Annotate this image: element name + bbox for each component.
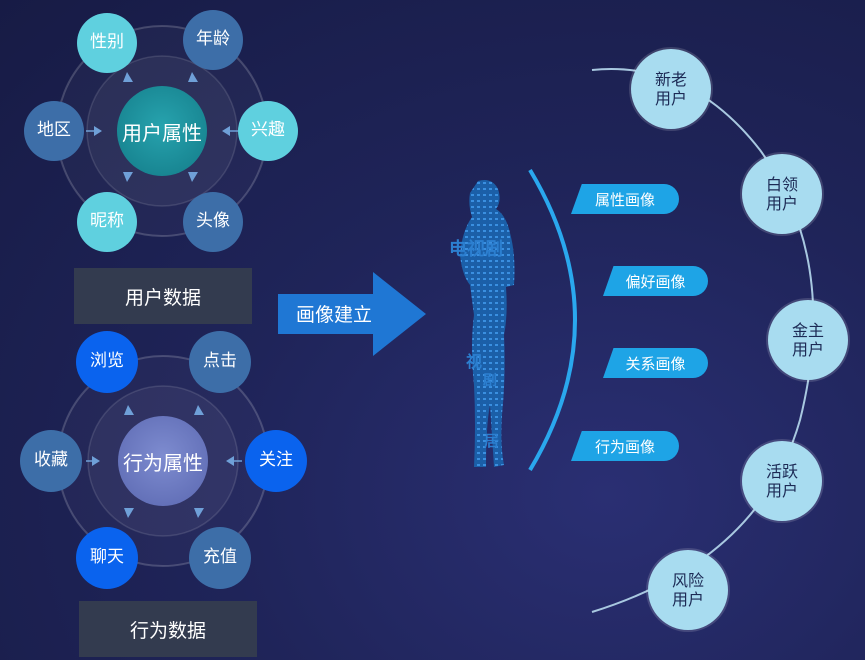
figure-word-2: 视	[466, 352, 483, 371]
segment-rich-line2: 用户	[791, 340, 824, 359]
node-browse[interactable]: 浏览	[76, 331, 138, 393]
figure-word-main: 电视剧	[449, 239, 503, 260]
user-data-label: 用户数据	[124, 286, 201, 309]
node-recharge[interactable]: 充值	[189, 527, 251, 589]
node-age-label: 年龄	[196, 29, 230, 50]
node-chat[interactable]: 聊天	[76, 527, 138, 589]
segment-new-old-user[interactable]: 新老用户	[631, 49, 711, 129]
node-interest[interactable]: 兴趣	[238, 101, 298, 161]
node-avatar-label: 头像	[196, 211, 230, 232]
tag-behavior-portrait-label: 行为画像	[594, 437, 655, 456]
segment-white-collar-line1: 白领	[765, 174, 798, 194]
segment-rich-user[interactable]: 金主用户	[768, 300, 848, 380]
build-portrait-label: 画像建立	[296, 304, 373, 326]
user-data-panel: 用户数据	[74, 268, 252, 324]
node-click[interactable]: 点击	[189, 331, 251, 393]
node-follow[interactable]: 关注	[245, 430, 307, 492]
figure-word-3: 剧	[483, 373, 497, 389]
node-click-label: 点击	[203, 351, 237, 372]
segment-white-collar-line2: 用户	[765, 194, 798, 213]
node-favorite-label: 收藏	[34, 450, 68, 471]
behavior-center: 行为属性	[118, 416, 208, 506]
figure-word-4: 居	[484, 432, 500, 450]
segment-active-line1: 活跃	[765, 461, 798, 481]
tag-preference-portrait[interactable]: 偏好画像	[603, 266, 708, 296]
tag-behavior-portrait[interactable]: 行为画像	[571, 431, 679, 461]
node-region-label: 地区	[37, 120, 71, 141]
segment-active-user[interactable]: 活跃用户	[742, 441, 822, 521]
tag-relation-portrait[interactable]: 关系画像	[603, 348, 708, 378]
node-follow-label: 关注	[259, 450, 293, 471]
segment-risk-line1: 风险	[671, 570, 704, 590]
node-region[interactable]: 地区	[24, 101, 84, 161]
node-avatar[interactable]: 头像	[183, 192, 243, 252]
attributes-center-label: 用户属性	[122, 120, 202, 145]
segment-new-old-line1: 新老	[654, 69, 687, 89]
node-favorite[interactable]: 收藏	[20, 430, 82, 492]
behavior-data-label: 行为数据	[129, 619, 206, 642]
node-interest-label: 兴趣	[251, 120, 285, 141]
tag-attribute-portrait[interactable]: 属性画像	[571, 184, 679, 214]
segment-active-line2: 用户	[765, 481, 798, 500]
person-silhouette	[460, 180, 515, 467]
node-browse-label: 浏览	[90, 351, 124, 372]
node-nickname[interactable]: 昵称	[77, 192, 137, 252]
segment-white-collar-user[interactable]: 白领用户	[742, 154, 822, 234]
node-recharge-label: 充值	[203, 547, 237, 568]
build-portrait-arrow	[278, 272, 426, 356]
behavior-center-label: 行为属性	[123, 450, 203, 475]
segment-rich-line1: 金主	[791, 320, 824, 340]
segment-risk-user[interactable]: 风险用户	[648, 550, 728, 630]
tag-relation-portrait-label: 关系画像	[625, 354, 686, 373]
segment-risk-line2: 用户	[671, 590, 704, 609]
node-chat-label: 聊天	[90, 547, 124, 568]
node-age[interactable]: 年龄	[183, 10, 243, 70]
behavior-data-panel: 行为数据	[79, 601, 257, 657]
attributes-center: 用户属性	[117, 86, 207, 176]
node-gender-label: 性别	[90, 32, 124, 53]
tag-attribute-portrait-label: 属性画像	[594, 190, 655, 209]
segment-new-old-line2: 用户	[654, 89, 687, 108]
tag-preference-portrait-label: 偏好画像	[625, 272, 686, 291]
node-gender[interactable]: 性别	[77, 13, 137, 73]
node-nickname-label: 昵称	[90, 211, 124, 232]
